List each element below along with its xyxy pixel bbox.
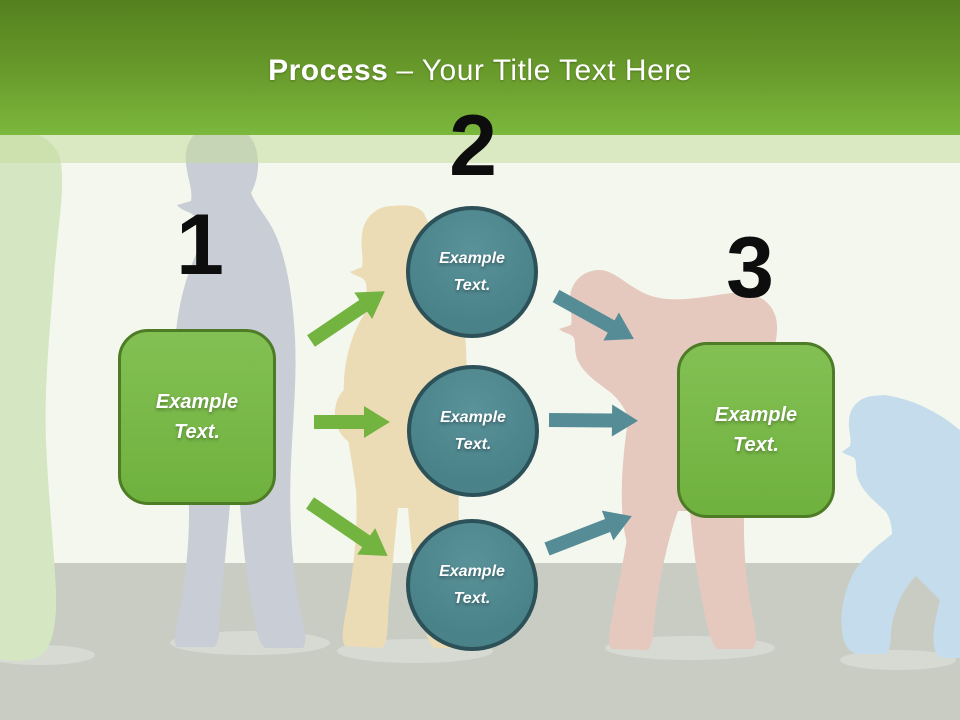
step-number-3: 3	[726, 220, 774, 316]
step-1-box-label: Example Text.	[155, 391, 239, 443]
arrow-green-mid-icon	[314, 406, 390, 438]
step-2-circle-top: Example Text.	[406, 206, 538, 338]
title-placeholder: – Your Title Text Here	[396, 54, 692, 87]
step-3-box: Example Text.	[677, 342, 835, 518]
step-2-circle-middle-label: Example Text.	[440, 408, 506, 453]
title-keyword: Process	[268, 54, 389, 87]
arrow-green-down-icon	[306, 497, 388, 556]
header-band: Process– Your Title Text Here	[0, 0, 960, 135]
arrow-green-up-icon	[307, 291, 385, 347]
slide-title: Process– Your Title Text Here	[0, 56, 960, 86]
step-number-1: 1	[176, 197, 224, 293]
step-number-2: 2	[449, 98, 497, 194]
silhouette-figure-green	[0, 130, 63, 661]
step-2-circle-top-label: Example Text.	[439, 249, 505, 294]
arrow-teal-up-icon	[544, 510, 632, 556]
step-1-box: Example Text.	[118, 329, 276, 505]
header-accent-band	[0, 135, 960, 163]
step-2-circle-middle: Example Text.	[407, 365, 539, 497]
step-2-circle-bottom: Example Text.	[406, 519, 538, 651]
silhouette-hominid-salmon-arm	[621, 368, 661, 561]
silhouette-ape-blue	[841, 395, 960, 658]
foot-shadow	[840, 650, 956, 670]
arrow-teal-down-icon	[552, 289, 634, 341]
step-3-box-label: Example Text.	[714, 404, 798, 456]
step-2-circle-bottom-label: Example Text.	[439, 562, 505, 607]
arrow-teal-mid-icon	[548, 404, 638, 437]
